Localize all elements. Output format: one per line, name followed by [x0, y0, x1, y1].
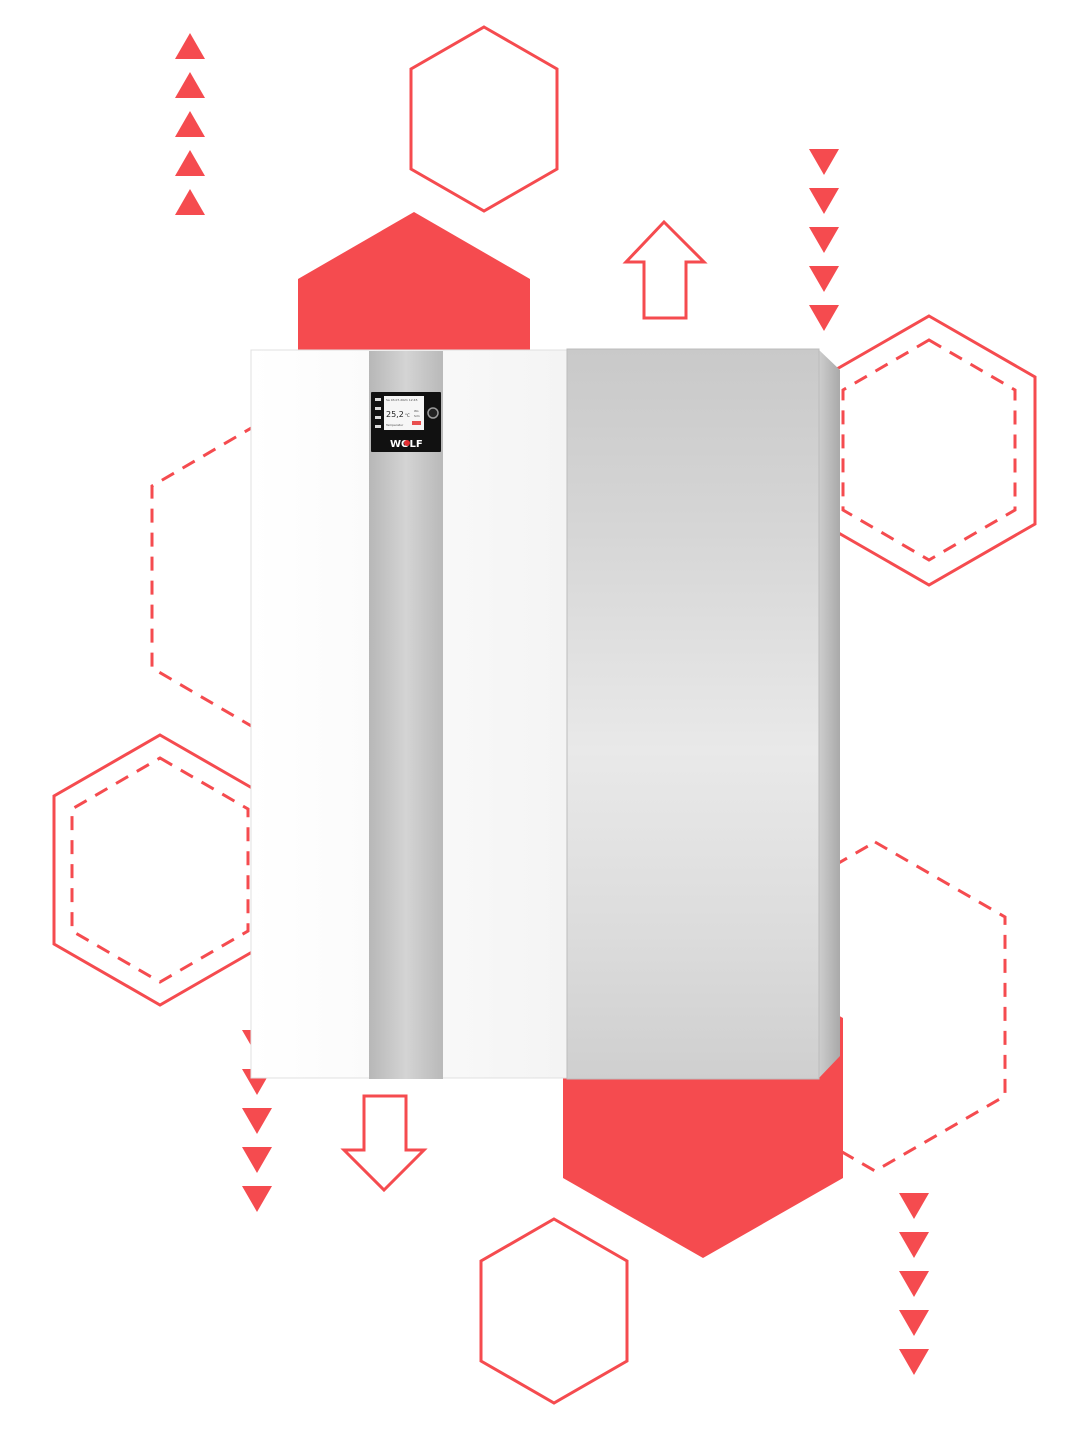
- triangle-down-icon: [899, 1349, 929, 1375]
- unit-front-panel: [566, 348, 820, 1080]
- hexagon-outline-bottom: [479, 1217, 629, 1405]
- display-header: Sa 03.07.2021 12:45: [386, 398, 418, 402]
- hexagon-dashed-right-inner: [841, 338, 1017, 562]
- control-panel: Sa 03.07.2021 12:45 25,2 °C Wo Sim Tempe…: [371, 392, 441, 452]
- display-temperature: 25,2: [386, 410, 404, 419]
- display-button[interactable]: [375, 398, 381, 401]
- triangle-down-icon: [242, 1186, 272, 1212]
- arrow-down-icon: [340, 1094, 428, 1193]
- triangle-down-column-top-right: [809, 149, 839, 331]
- display-label: Temperatur: [385, 423, 404, 427]
- triangle-down-icon: [899, 1193, 929, 1219]
- display-status-bottom: Sim: [414, 414, 420, 418]
- triangle-down-icon: [899, 1310, 929, 1336]
- triangle-up-icon: [175, 150, 205, 176]
- hexagon-outline-right: [821, 314, 1037, 587]
- triangle-up-icon: [175, 189, 205, 215]
- triangle-down-column-bottom-right: [899, 1193, 929, 1375]
- control-knob[interactable]: [427, 407, 439, 419]
- display-status-top: Wo: [414, 409, 419, 413]
- arrow-up-icon: [622, 219, 708, 320]
- triangle-down-icon: [899, 1232, 929, 1258]
- triangle-down-icon: [242, 1147, 272, 1173]
- triangle-up-icon: [175, 33, 205, 59]
- triangle-down-icon: [899, 1271, 929, 1297]
- display-unit: °C: [405, 413, 410, 418]
- hexagon-dashed-right-bottom: [743, 840, 1007, 1173]
- triangle-up-icon: [175, 72, 205, 98]
- hexagon-outline-top: [409, 25, 559, 213]
- triangle-up-icon: [175, 111, 205, 137]
- triangle-down-icon: [809, 266, 839, 292]
- triangle-down-icon: [809, 227, 839, 253]
- unit-side: [818, 349, 840, 1079]
- triangle-down-icon: [809, 305, 839, 331]
- display-button[interactable]: [375, 425, 381, 428]
- triangle-down-icon: [242, 1108, 272, 1134]
- display-button[interactable]: [375, 407, 381, 410]
- hexagon-dashed-left-bottom-inner: [70, 756, 250, 984]
- triangle-down-icon: [809, 188, 839, 214]
- brand-logo-mark: [404, 440, 410, 446]
- triangle-down-icon: [809, 149, 839, 175]
- triangle-up-column: [175, 33, 205, 215]
- vertical-strip: [369, 351, 443, 1079]
- display-button[interactable]: [375, 416, 381, 419]
- display-status-badge: [412, 421, 421, 425]
- hexagon-outline-left-bottom: [52, 733, 268, 1007]
- heat-pump-unit: Sa 03.07.2021 12:45 25,2 °C Wo Sim Tempe…: [250, 348, 840, 1080]
